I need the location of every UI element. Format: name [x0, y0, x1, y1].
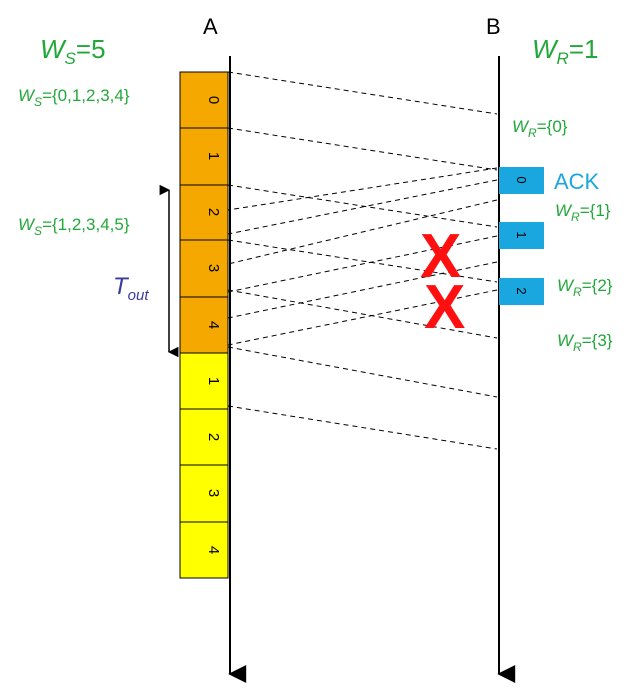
ack-line [227, 289, 498, 346]
ack-number: 1 [514, 231, 529, 238]
timeout-label: Tout [113, 273, 149, 304]
frame-rect [179, 464, 229, 523]
receiver-window-symbol: W [532, 34, 559, 64]
frame-rect [179, 184, 229, 241]
frame-box-6: 2 [179, 408, 229, 466]
ack-box-1: 1 [499, 222, 544, 249]
receiver-acks: 0 1 2 [499, 167, 544, 305]
frame-rect [179, 127, 229, 186]
frame-label: 4 [205, 321, 222, 329]
frame-rect [179, 296, 229, 354]
frame-box-3: 3 [179, 239, 229, 298]
frame-box-0: 0 [179, 71, 229, 129]
frame-line [227, 184, 498, 228]
frame-rect [179, 521, 229, 579]
frame-rect [179, 352, 229, 410]
frame-line [227, 239, 498, 283]
ack-line [227, 179, 498, 235]
ack-line [227, 261, 498, 319]
frame-line [227, 71, 498, 115]
frame-box-8: 4 [179, 521, 229, 579]
lost-frame-mark-1: X [420, 222, 461, 291]
sender-frames: 0 1 2 3 4 1 2 3 4 [179, 71, 229, 579]
frame-label: 0 [205, 96, 222, 104]
ack-number: 2 [514, 287, 529, 294]
receiver-window-size: WR=1 [532, 34, 598, 68]
frame-label: 4 [205, 546, 222, 554]
frame-line [227, 127, 498, 171]
frame-box-7: 3 [179, 464, 229, 523]
frame-line [227, 289, 498, 339]
ack-box-0: 0 [499, 167, 544, 194]
receiver-window-sub: R [557, 49, 569, 68]
receiver-window-value: =1 [569, 34, 599, 64]
frame-box-5: 1 [179, 352, 229, 410]
frame-box-2: 2 [179, 184, 229, 241]
frame-rect [179, 239, 229, 298]
lost-frame-mark-2: X [424, 273, 465, 342]
receiver-window-set-1: WR={0} [512, 117, 568, 140]
ack-line [227, 235, 498, 293]
frame-label: 3 [205, 489, 222, 497]
ack-number: 0 [514, 176, 529, 183]
frame-label: 1 [205, 377, 222, 385]
receiver-window-set-3: WR={2} [557, 276, 613, 299]
sender-window-symbol: W [40, 34, 67, 64]
sender-window-set-2: WS={1,2,3,4,5} [18, 215, 130, 238]
ack-rect [499, 167, 544, 194]
sender-window-size: WS=5 [40, 34, 106, 68]
receiver-window-set-4: WR={3} [557, 331, 613, 354]
sender-node-label: A [203, 14, 218, 39]
frame-label: 3 [205, 264, 222, 272]
ack-line [227, 199, 498, 265]
ack-rect [499, 278, 544, 305]
sender-window-set-1: WS={0,1,2,3,4} [18, 86, 130, 109]
transmission-lines [227, 71, 498, 450]
receiver-node-label: B [486, 14, 501, 39]
sender-window-value: =5 [76, 34, 106, 64]
frame-rect [179, 71, 229, 129]
ack-box-2: 2 [499, 278, 544, 305]
ack-caption: ACK [554, 169, 600, 194]
frame-line [227, 405, 498, 450]
ack-line [227, 167, 498, 211]
receiver-window-set-2: WR={1} [555, 201, 611, 224]
frame-label: 1 [205, 152, 222, 160]
frame-label: 2 [205, 433, 222, 441]
ack-rect [499, 222, 544, 249]
frame-label: 2 [205, 208, 222, 216]
frame-line [227, 346, 498, 398]
sender-window-sub: S [65, 49, 77, 68]
frame-box-4: 4 [179, 296, 229, 354]
frame-box-1: 1 [179, 127, 229, 186]
